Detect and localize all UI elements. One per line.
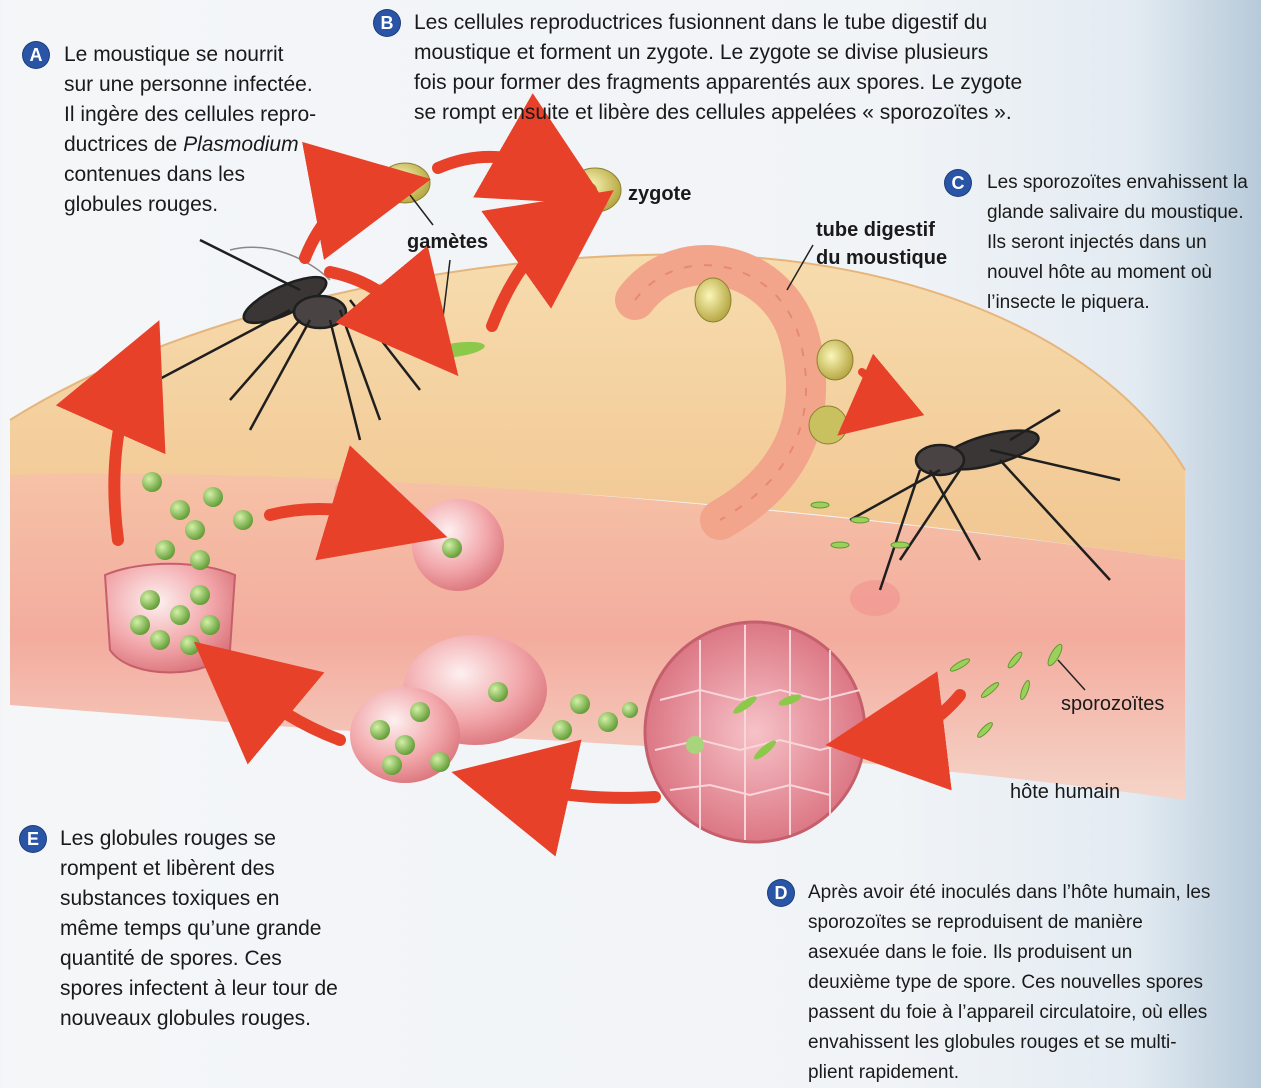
step-e-line: spores infectent à leur tour de	[60, 974, 338, 1004]
step-d-badge: D	[768, 880, 794, 906]
step-b-text: Les cellules reproductrices fusionnent d…	[414, 8, 1022, 128]
step-c-line: Ils seront injectés dans un	[987, 228, 1248, 258]
step-e-badge: E	[20, 826, 46, 852]
step-c-line: glande salivaire du moustique.	[987, 198, 1248, 228]
gut-tube-label-line: du moustique	[816, 244, 947, 272]
step-c-text: Les sporozoïtes envahissent la glande sa…	[987, 168, 1248, 318]
step-b-line: fois pour former des fragments apparenté…	[414, 68, 1022, 98]
step-a-line: sur une personne infectée.	[64, 70, 316, 100]
step-d-line: asexuée dans le foie. Ils produisent un	[808, 938, 1210, 968]
step-c-line: nouvel hôte au moment où	[987, 258, 1248, 288]
step-e-text: Les globules rouges se rompent et libère…	[60, 824, 338, 1034]
sporozoites-label: sporozoïtes	[1061, 690, 1164, 718]
step-e-line: quantité de spores. Ces	[60, 944, 338, 974]
step-e-line: nouveaux globules rouges.	[60, 1004, 338, 1034]
step-a-line: ductrices de Plasmodium	[64, 130, 316, 160]
step-b-badge: B	[374, 10, 400, 36]
plasmodium-term: Plasmodium	[183, 133, 299, 156]
step-d-text: Après avoir été inoculés dans l’hôte hum…	[808, 878, 1210, 1088]
step-d-line: passent du foie à l’appareil circulatoir…	[808, 998, 1210, 1028]
step-c-badge: C	[945, 170, 971, 196]
step-c-line: l’insecte le piquera.	[987, 288, 1248, 318]
step-e-line: rompent et libèrent des	[60, 854, 338, 884]
step-e-line: même temps qu’une grande	[60, 914, 338, 944]
step-e-line: substances toxiques en	[60, 884, 338, 914]
step-c-line: Les sporozoïtes envahissent la	[987, 168, 1248, 198]
step-d-line: plient rapidement.	[808, 1058, 1210, 1088]
step-a-line: contenues dans les	[64, 160, 316, 190]
zygote-label: zygote	[628, 180, 691, 208]
liver-tissue	[645, 622, 865, 842]
step-a-badge: A	[23, 42, 49, 68]
step-a-line: Le moustique se nourrit	[64, 40, 316, 70]
step-b-line: moustique et forment un zygote. Le zygot…	[414, 38, 1022, 68]
step-d-line: envahissent les globules rouges et se mu…	[808, 1028, 1210, 1058]
step-a-line-part: ductrices de	[64, 133, 183, 156]
step-d-line: sporozoïtes se reproduisent de manière	[808, 908, 1210, 938]
step-b-line: Les cellules reproductrices fusionnent d…	[414, 8, 1022, 38]
step-a-line: Il ingère des cellules repro-	[64, 100, 316, 130]
step-a-text: Le moustique se nourrit sur une personne…	[64, 40, 316, 220]
step-d-line: Après avoir été inoculés dans l’hôte hum…	[808, 878, 1210, 908]
human-host-label: hôte humain	[1010, 778, 1120, 806]
step-d-line: deuxième type de spore. Ces nouvelles sp…	[808, 968, 1210, 998]
gametes-label: gamètes	[407, 228, 488, 256]
gut-tube-label: tube digestif du moustique	[816, 216, 947, 272]
step-a-line: globules rouges.	[64, 190, 316, 220]
step-e-line: Les globules rouges se	[60, 824, 338, 854]
step-b-line: se rompt ensuite et libère des cellules …	[414, 98, 1022, 128]
gut-tube-label-line: tube digestif	[816, 216, 947, 244]
